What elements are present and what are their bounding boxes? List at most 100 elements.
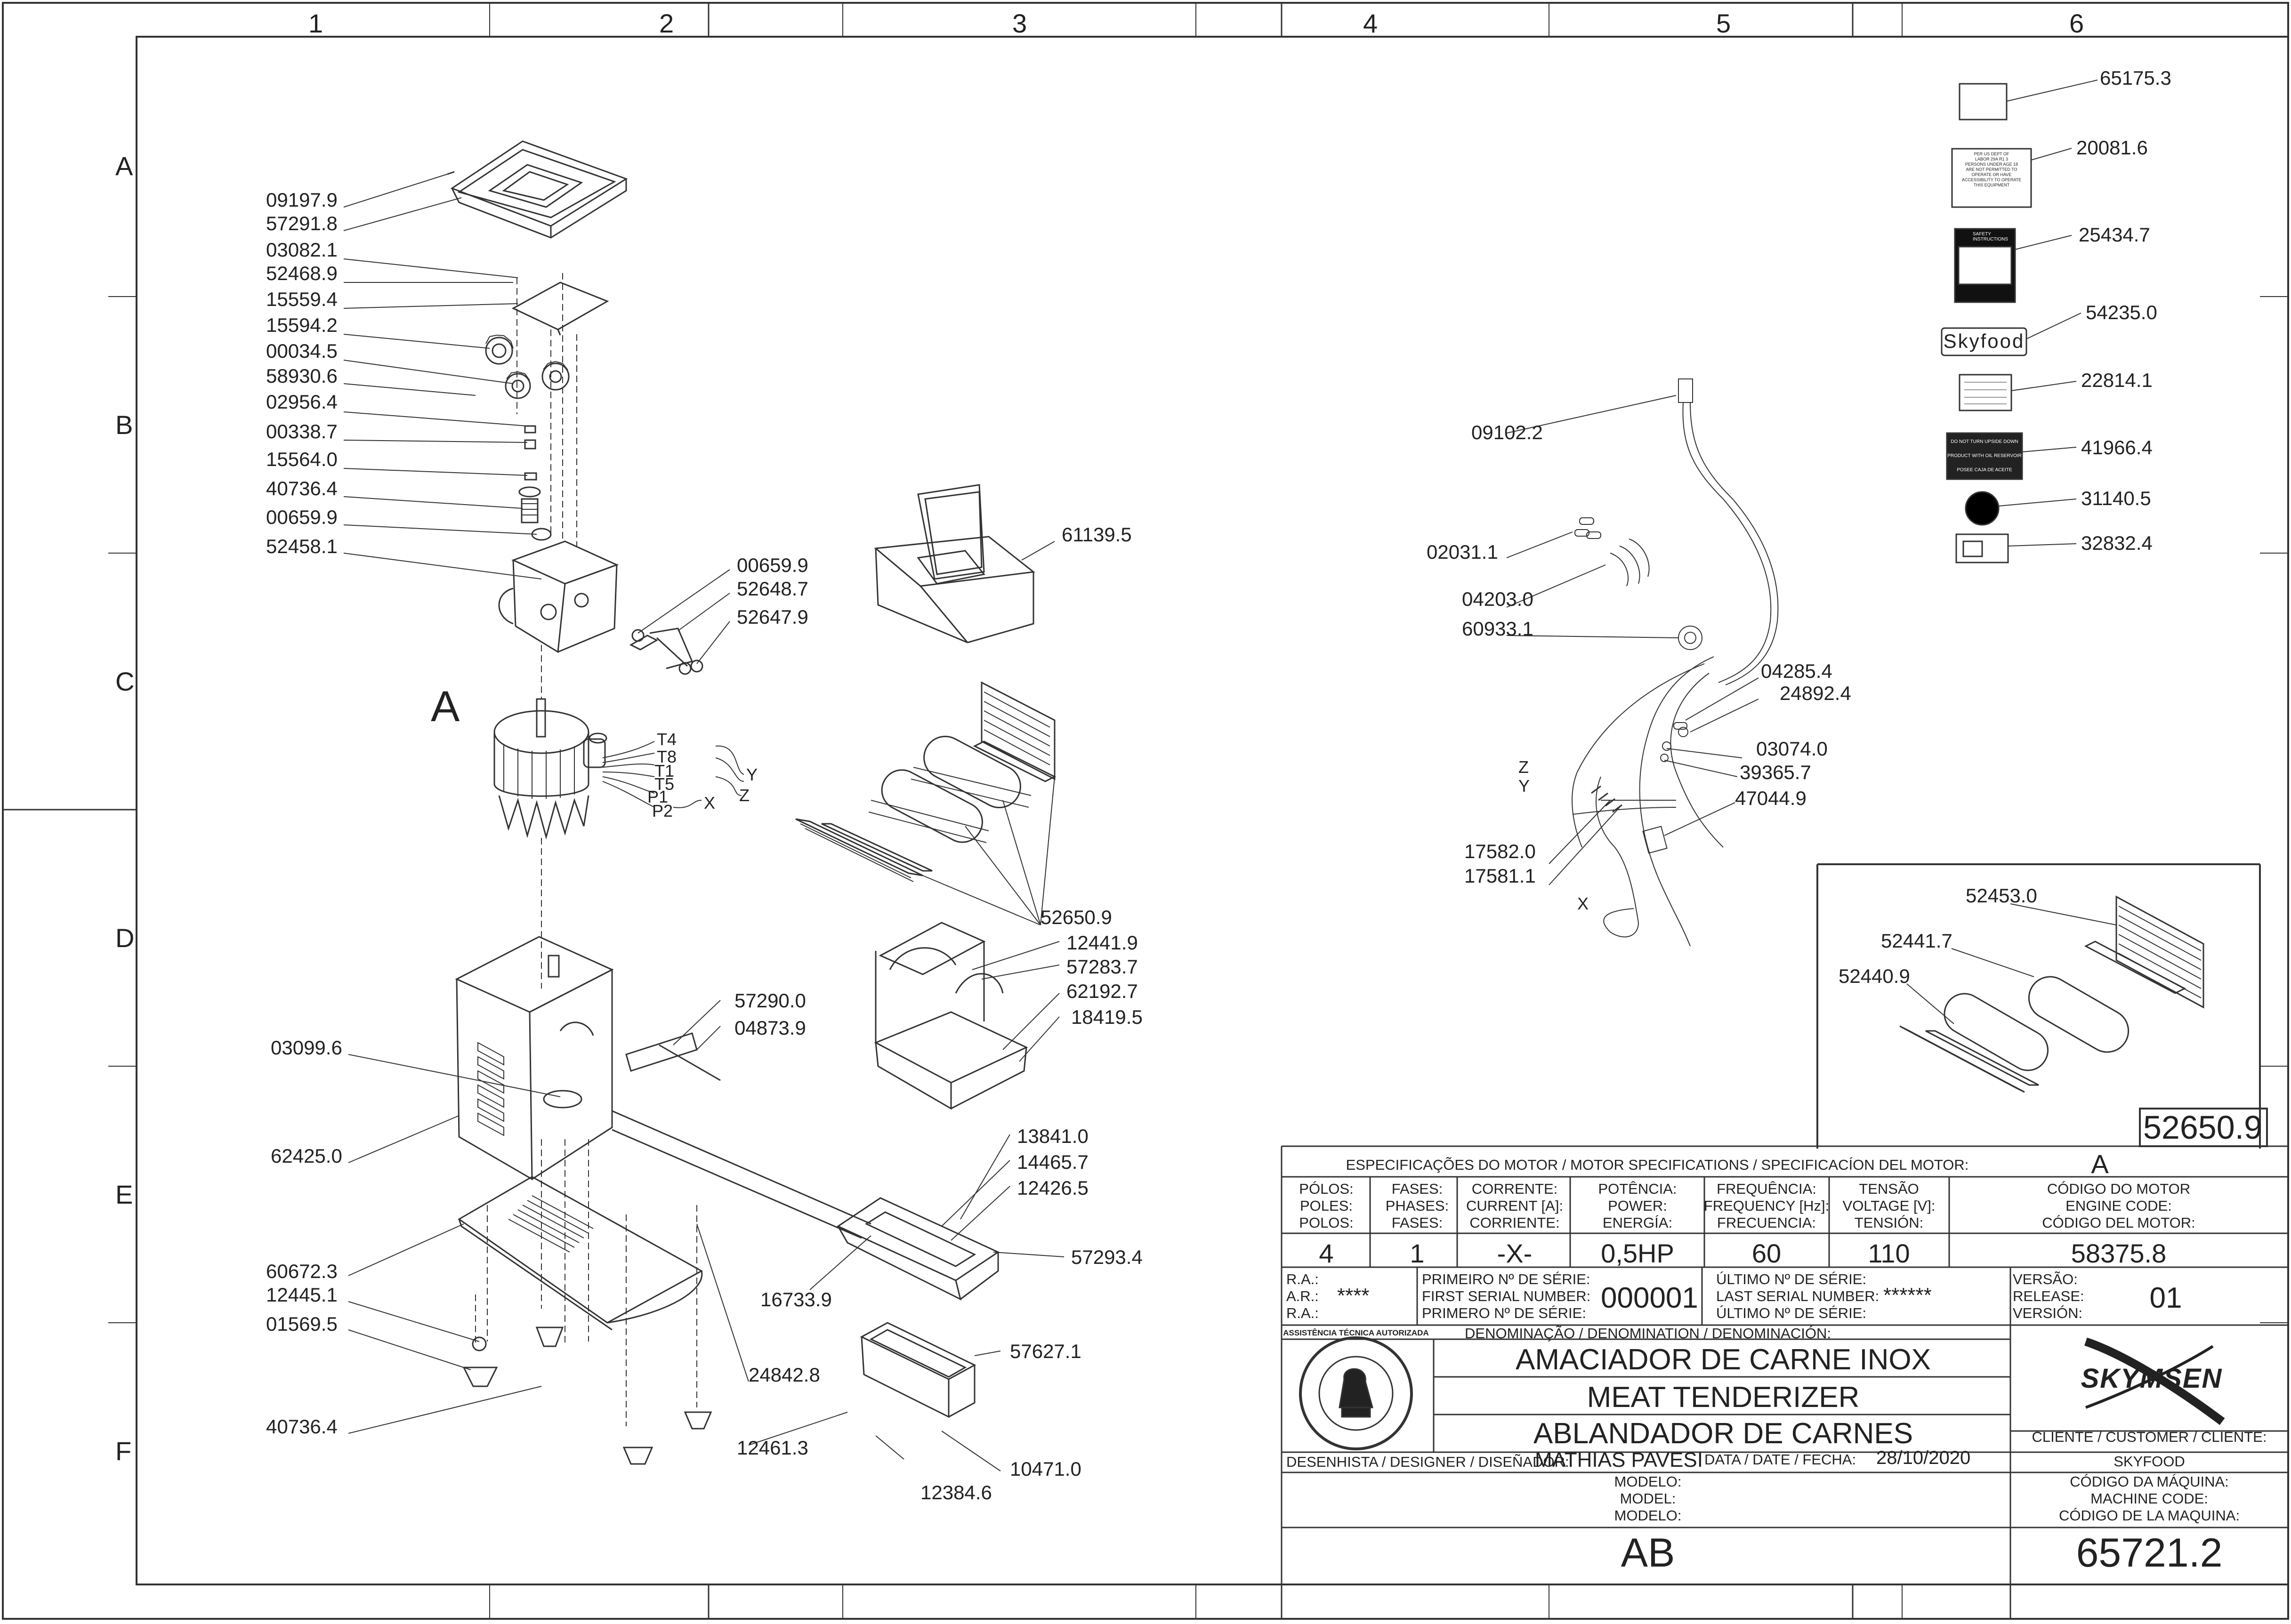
motor-unit xyxy=(493,698,744,840)
callout-32832-4: 32832.4 xyxy=(2081,532,2153,554)
wiring-end-x: X xyxy=(1577,894,1589,913)
callout-40736-4-b: 40736.4 xyxy=(266,1415,338,1438)
callout-15594-2: 15594.2 xyxy=(266,314,338,336)
callout-60672-3: 60672.3 xyxy=(266,1260,338,1282)
callout-52647-9: 52647.9 xyxy=(737,606,808,628)
callout-04285-4: 04285.4 xyxy=(1761,660,1832,682)
wire-t5: T5 xyxy=(654,774,675,794)
gearbox-housing xyxy=(498,540,703,675)
product-name-en: MEAT TENDERIZER xyxy=(1587,1381,1860,1414)
designer-value: MATHIAS PAVESI xyxy=(1535,1448,1703,1471)
date-value: 28/10/2020 xyxy=(1876,1447,1971,1468)
last-serial-labels: ÚLTIMO Nº DE SÉRIE:LAST SERIAL NUMBER:ÚL… xyxy=(1716,1271,1880,1321)
callout-12441-9: 12441.9 xyxy=(1066,932,1138,954)
callout-57293-4: 57293.4 xyxy=(1071,1246,1143,1268)
callout-00034-5: 00034.5 xyxy=(266,340,338,362)
callout-31140-5: 31140.5 xyxy=(2081,487,2151,509)
zone-col-6: 6 xyxy=(2069,8,2084,38)
callout-12426-5: 12426.5 xyxy=(1017,1177,1089,1199)
col-poles-header: PÓLOS:POLES:POLOS: xyxy=(1299,1181,1354,1231)
callout-12384-6: 12384.6 xyxy=(920,1481,992,1503)
callout-52648-7: 52648.7 xyxy=(737,578,808,600)
inset-callout-52440-9: 52440.9 xyxy=(1839,965,1910,987)
callout-04203-0: 04203.0 xyxy=(1462,588,1533,610)
callout-57290-0: 57290.0 xyxy=(734,989,806,1012)
col-frequency-header: FREQUÊNCIA:FREQUENCY [Hz]:FRECUENCIA: xyxy=(1703,1181,1830,1231)
lower-tray xyxy=(860,1322,976,1418)
callout-65175-3: 65175.3 xyxy=(2100,67,2171,89)
engine-code-value: 58375.8 xyxy=(2071,1238,2167,1268)
inset-callout-52453-0: 52453.0 xyxy=(1966,884,2037,907)
callout-00338-7: 00338.7 xyxy=(266,420,338,442)
base-plate xyxy=(458,1176,712,1465)
comb-rollers xyxy=(795,681,1057,882)
decals xyxy=(1941,83,2032,563)
callout-62192-7: 62192.7 xyxy=(1066,980,1138,1002)
leader-lines xyxy=(343,80,2117,1471)
callout-25434-7: 25434.7 xyxy=(2079,224,2150,246)
callout-09197-9: 09197.9 xyxy=(266,189,338,211)
callout-18419-5: 18419.5 xyxy=(1071,1006,1143,1028)
date-label: DATA / DATE / FECHA: xyxy=(1704,1451,1856,1468)
callout-04873-9: 04873.9 xyxy=(734,1017,806,1039)
zone-row-e: E xyxy=(115,1180,133,1209)
zone-row-f: F xyxy=(115,1436,132,1466)
wire-p1: P1 xyxy=(647,787,669,806)
blade-tray xyxy=(836,1197,1000,1301)
callout-15559-4: 15559.4 xyxy=(266,288,338,310)
phases-value: 1 xyxy=(1410,1238,1425,1268)
wire-t1: T1 xyxy=(654,761,675,780)
product-name-es: ABLANDADOR DE CARNES xyxy=(1533,1417,1913,1450)
zone-col-4: 4 xyxy=(1363,8,1378,38)
voltage-value: 110 xyxy=(1868,1238,1910,1268)
first-serial-labels: PRIMEIRO Nº DE SÉRIE:FIRST SERIAL NUMBER… xyxy=(1422,1271,1591,1321)
callout-16733-9: 16733.9 xyxy=(760,1288,832,1310)
power-value: 0,5HP xyxy=(1601,1238,1674,1268)
version-labels: VERSÃO:RELEASE:VERSIÓN: xyxy=(2013,1271,2084,1321)
callout-52458-1: 52458.1 xyxy=(266,535,338,557)
col-power-header: POTÊNCIA:POWER:ENERGÍA: xyxy=(1598,1181,1677,1231)
callout-41966-4: 41966.4 xyxy=(2081,436,2153,458)
callout-03099-6: 03099.6 xyxy=(271,1037,342,1059)
wiring-harness xyxy=(1572,378,1779,947)
motor-spec-header: ESPECIFICAÇÕES DO MOTOR / MOTOR SPECIFIC… xyxy=(1346,1157,1969,1173)
frequency-value: 60 xyxy=(1751,1238,1782,1268)
zone-col-1: 1 xyxy=(308,8,323,38)
roller-cradle xyxy=(874,922,1028,1110)
wiring-end-z: Z xyxy=(1518,757,1529,777)
callout-10471-0: 10471.0 xyxy=(1010,1458,1081,1480)
callout-00659-9-b: 00659.9 xyxy=(737,554,808,576)
designer-label: DESENHISTA / DESIGNER / DISEÑADOR: xyxy=(1286,1454,1569,1470)
callout-57283-7: 57283.7 xyxy=(1066,956,1138,978)
callout-12461-3: 12461.3 xyxy=(737,1437,808,1459)
callout-03074-0: 03074.0 xyxy=(1756,738,1828,760)
skymsen-logo xyxy=(2084,1337,2225,1425)
zone-row-d: D xyxy=(115,923,135,953)
callout-14465-7: 14465.7 xyxy=(1017,1151,1089,1173)
ra-labels: R.A.:A.R.:R.A.: xyxy=(1286,1271,1319,1321)
callout-22814-1: 22814.1 xyxy=(2081,369,2153,391)
callout-57291-8: 57291.8 xyxy=(266,212,338,234)
callout-00659-9: 00659.9 xyxy=(266,506,338,528)
dash-axis-lines xyxy=(475,273,697,1426)
wire-t4: T4 xyxy=(657,730,677,749)
callout-40736-4: 40736.4 xyxy=(266,477,338,499)
callout-24842-8: 24842.8 xyxy=(749,1364,820,1386)
plate-gears xyxy=(485,281,609,541)
first-serial-value: 000001 xyxy=(1601,1282,1698,1314)
seal-text: ASSISTÊNCIA TÉCNICA AUTORIZADA xyxy=(1283,1328,1429,1337)
poles-value: 4 xyxy=(1319,1238,1334,1268)
machine-code-labels: CÓDIGO DA MÁQUINA:MACHINE CODE:CÓDIGO DE… xyxy=(2058,1473,2240,1524)
denomination-header: DENOMINAÇÃO / DENOMINATION / DENOMINACIÓ… xyxy=(1465,1325,1831,1342)
callout-24892-4: 24892.4 xyxy=(1780,682,1851,704)
technical-assistance-seal xyxy=(1299,1336,1413,1450)
motor-letter: A xyxy=(431,683,460,731)
zone-col-2: 2 xyxy=(659,8,674,38)
inset-box xyxy=(1816,863,2268,1149)
